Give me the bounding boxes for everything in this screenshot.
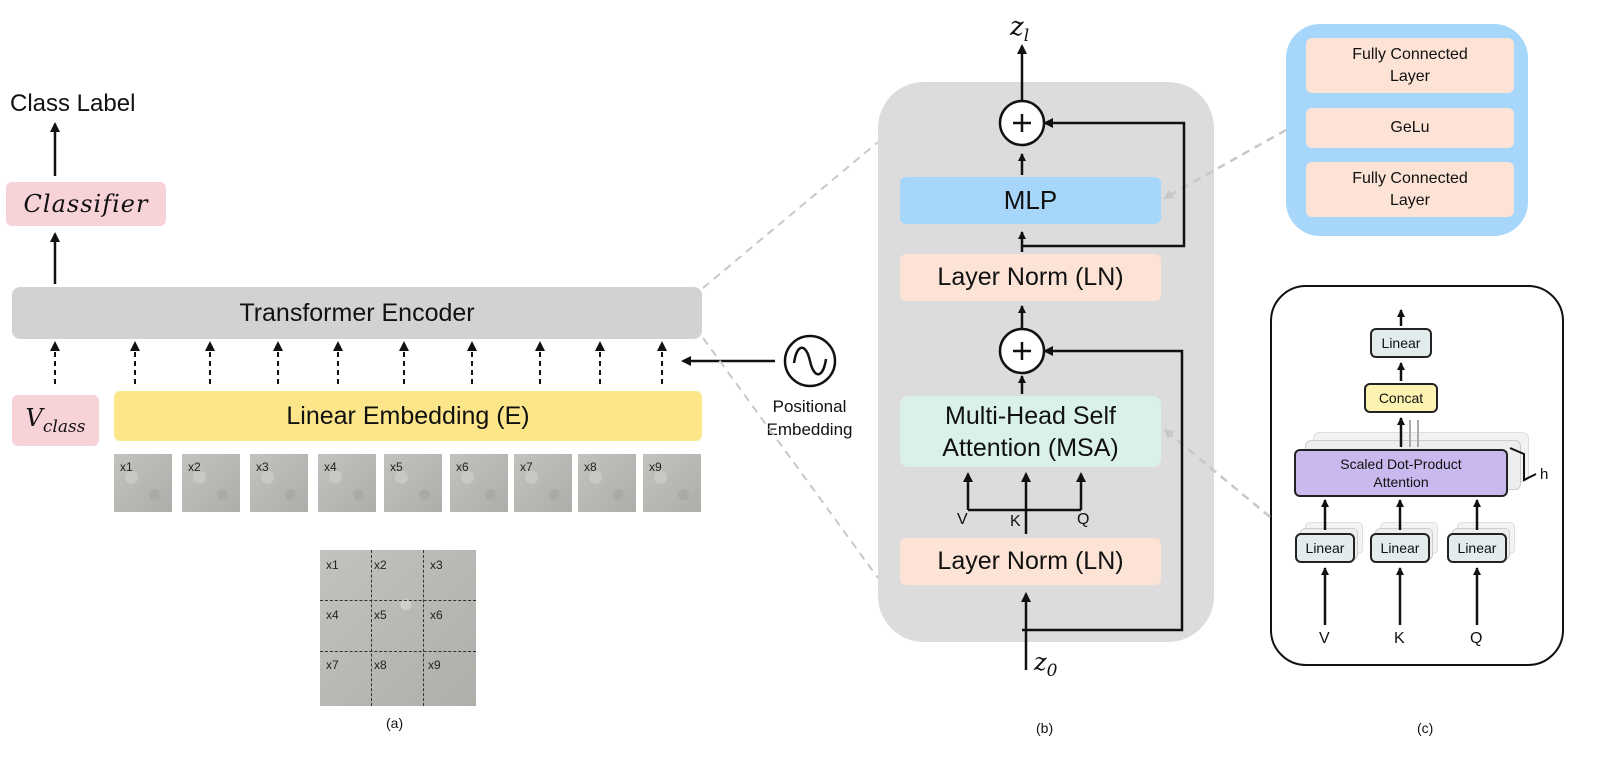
patch-7: x7 xyxy=(514,454,572,512)
linear-embedding-label: Linear Embedding (E) xyxy=(286,401,530,430)
grid-cell-1: x1 xyxy=(326,558,339,572)
caption-b: (b) xyxy=(1036,720,1054,736)
layer-norm-top-box: Layer Norm (LN) xyxy=(900,254,1161,301)
grid-cell-8: x8 xyxy=(374,658,387,672)
grid-cell-7: x7 xyxy=(326,658,339,672)
v-class-box: Vclass xyxy=(12,395,99,446)
attn-input-k: K xyxy=(1394,630,1405,647)
linear-v-box: Linear xyxy=(1295,533,1355,563)
layer-norm-bottom-box: Layer Norm (LN) xyxy=(900,538,1161,585)
patch-9: x9 xyxy=(643,454,701,512)
patch-5: x5 xyxy=(384,454,442,512)
attn-input-v: V xyxy=(1319,630,1330,647)
token-dashed-arrows xyxy=(50,341,667,384)
patch-8: x8 xyxy=(578,454,636,512)
grid-cell-5: x5 xyxy=(374,608,387,622)
grid-cell-6: x6 xyxy=(430,608,443,622)
transformer-encoder-box: Transformer Encoder xyxy=(12,287,702,339)
transformer-encoder-label: Transformer Encoder xyxy=(239,298,475,327)
patch-3: x3 xyxy=(250,454,308,512)
patch-4: x4 xyxy=(318,454,376,512)
grid-cell-3: x3 xyxy=(430,558,443,572)
concat-box: Concat xyxy=(1364,383,1438,413)
mlp-label: MLP xyxy=(1003,185,1058,215)
patch-2: x2 xyxy=(182,454,240,512)
grid-cell-2: x2 xyxy=(374,558,387,572)
msa-label-line1: Multi-Head Self xyxy=(945,401,1116,430)
linear-top-box: Linear xyxy=(1370,328,1432,358)
z-l-output: zl xyxy=(1010,12,1030,47)
caption-c: (c) xyxy=(1417,720,1434,736)
attn-input-q: Q xyxy=(1470,630,1483,647)
zoom-guide-top xyxy=(702,141,879,289)
heads-h-label: h xyxy=(1540,466,1549,483)
mlp-box: MLP xyxy=(900,177,1161,224)
layer-norm-top-label: Layer Norm (LN) xyxy=(937,263,1124,291)
classifier-label: Classifier xyxy=(23,190,149,218)
caption-a: (a) xyxy=(386,715,404,731)
input-image-grid: x1 x2 x3 x4 x5 x6 x7 x8 x9 xyxy=(320,550,476,706)
linear-embedding-box: Linear Embedding (E) xyxy=(114,391,702,441)
z-0-input: z0 xyxy=(1034,648,1058,681)
msa-input-v: V xyxy=(957,511,968,528)
zoom-guide-bottom xyxy=(702,337,879,579)
msa-input-k: K xyxy=(1010,513,1021,530)
patch-6: x6 xyxy=(450,454,508,512)
gelu-box: GeLu xyxy=(1306,108,1514,148)
msa-box: Multi-Head Self Attention (MSA) xyxy=(900,396,1161,467)
patch-1: x1 xyxy=(114,454,172,512)
layer-norm-bottom-label: Layer Norm (LN) xyxy=(937,547,1124,575)
linear-k-box: Linear xyxy=(1370,533,1430,563)
msa-input-q: Q xyxy=(1077,511,1090,528)
class-label: Class Label xyxy=(10,90,136,117)
classifier-box: Classifier xyxy=(6,182,166,226)
grid-cell-4: x4 xyxy=(326,608,339,622)
grid-cell-9: x9 xyxy=(428,658,441,672)
sine-wave-icon xyxy=(783,334,837,388)
v-class-label: Vclass xyxy=(25,404,86,437)
linear-q-box: Linear xyxy=(1447,533,1507,563)
positional-embedding-label: Positional Embedding xyxy=(766,397,853,439)
msa-label-line2: Attention (MSA) xyxy=(942,433,1119,462)
